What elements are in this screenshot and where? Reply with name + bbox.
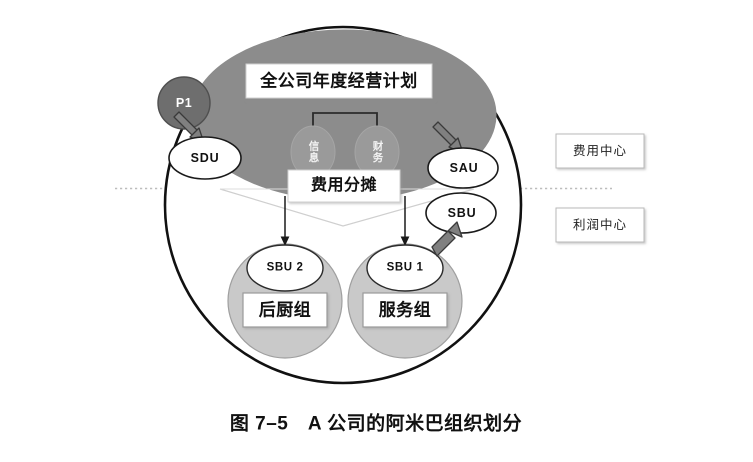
department-label-info: 信息 — [307, 140, 320, 164]
sdu-label: SDU — [190, 150, 220, 165]
profit-center-label: 利润中心 — [572, 217, 628, 232]
sau-ellipse — [427, 147, 499, 189]
annual-plan-box — [245, 63, 433, 99]
sau-up-arrow — [432, 121, 464, 154]
sbu1-tag-label: SBU 1 — [386, 261, 424, 274]
cost-allocation-box — [287, 169, 401, 203]
sdu-to-p1-arrow — [173, 111, 205, 144]
cost-center-label: 费用中心 — [572, 143, 628, 158]
sau-label: SAU — [449, 160, 479, 175]
sbu-label: SBU — [447, 205, 477, 220]
cost-allocation-funnel — [219, 188, 475, 227]
cost-allocation-label: 费用分摊 — [310, 177, 378, 194]
sbu2-tag-ellipse — [246, 244, 324, 292]
department-label-finance: 财务 — [371, 140, 384, 164]
profit-center-box — [555, 207, 645, 243]
p1-circle — [157, 76, 211, 130]
sdu-ellipse — [168, 136, 242, 180]
cost-center-box — [555, 133, 645, 169]
annual-plan-label: 全公司年度经营计划 — [260, 71, 418, 91]
figure-caption: 图 7–5 A 公司的阿米巴组织划分 — [229, 413, 523, 435]
p1-label: P1 — [175, 95, 193, 110]
sbu2-group-box — [242, 292, 328, 328]
department-bracket — [312, 112, 378, 131]
sbu2-group-label: 后厨组 — [258, 300, 312, 320]
sbu1-group-box — [362, 292, 448, 328]
sbu1-group-label: 服务组 — [378, 300, 432, 320]
sbu-down-arrow — [431, 221, 463, 257]
sbu1-tag-ellipse — [366, 244, 444, 292]
sbu2-tag-label: SBU 2 — [266, 261, 304, 274]
